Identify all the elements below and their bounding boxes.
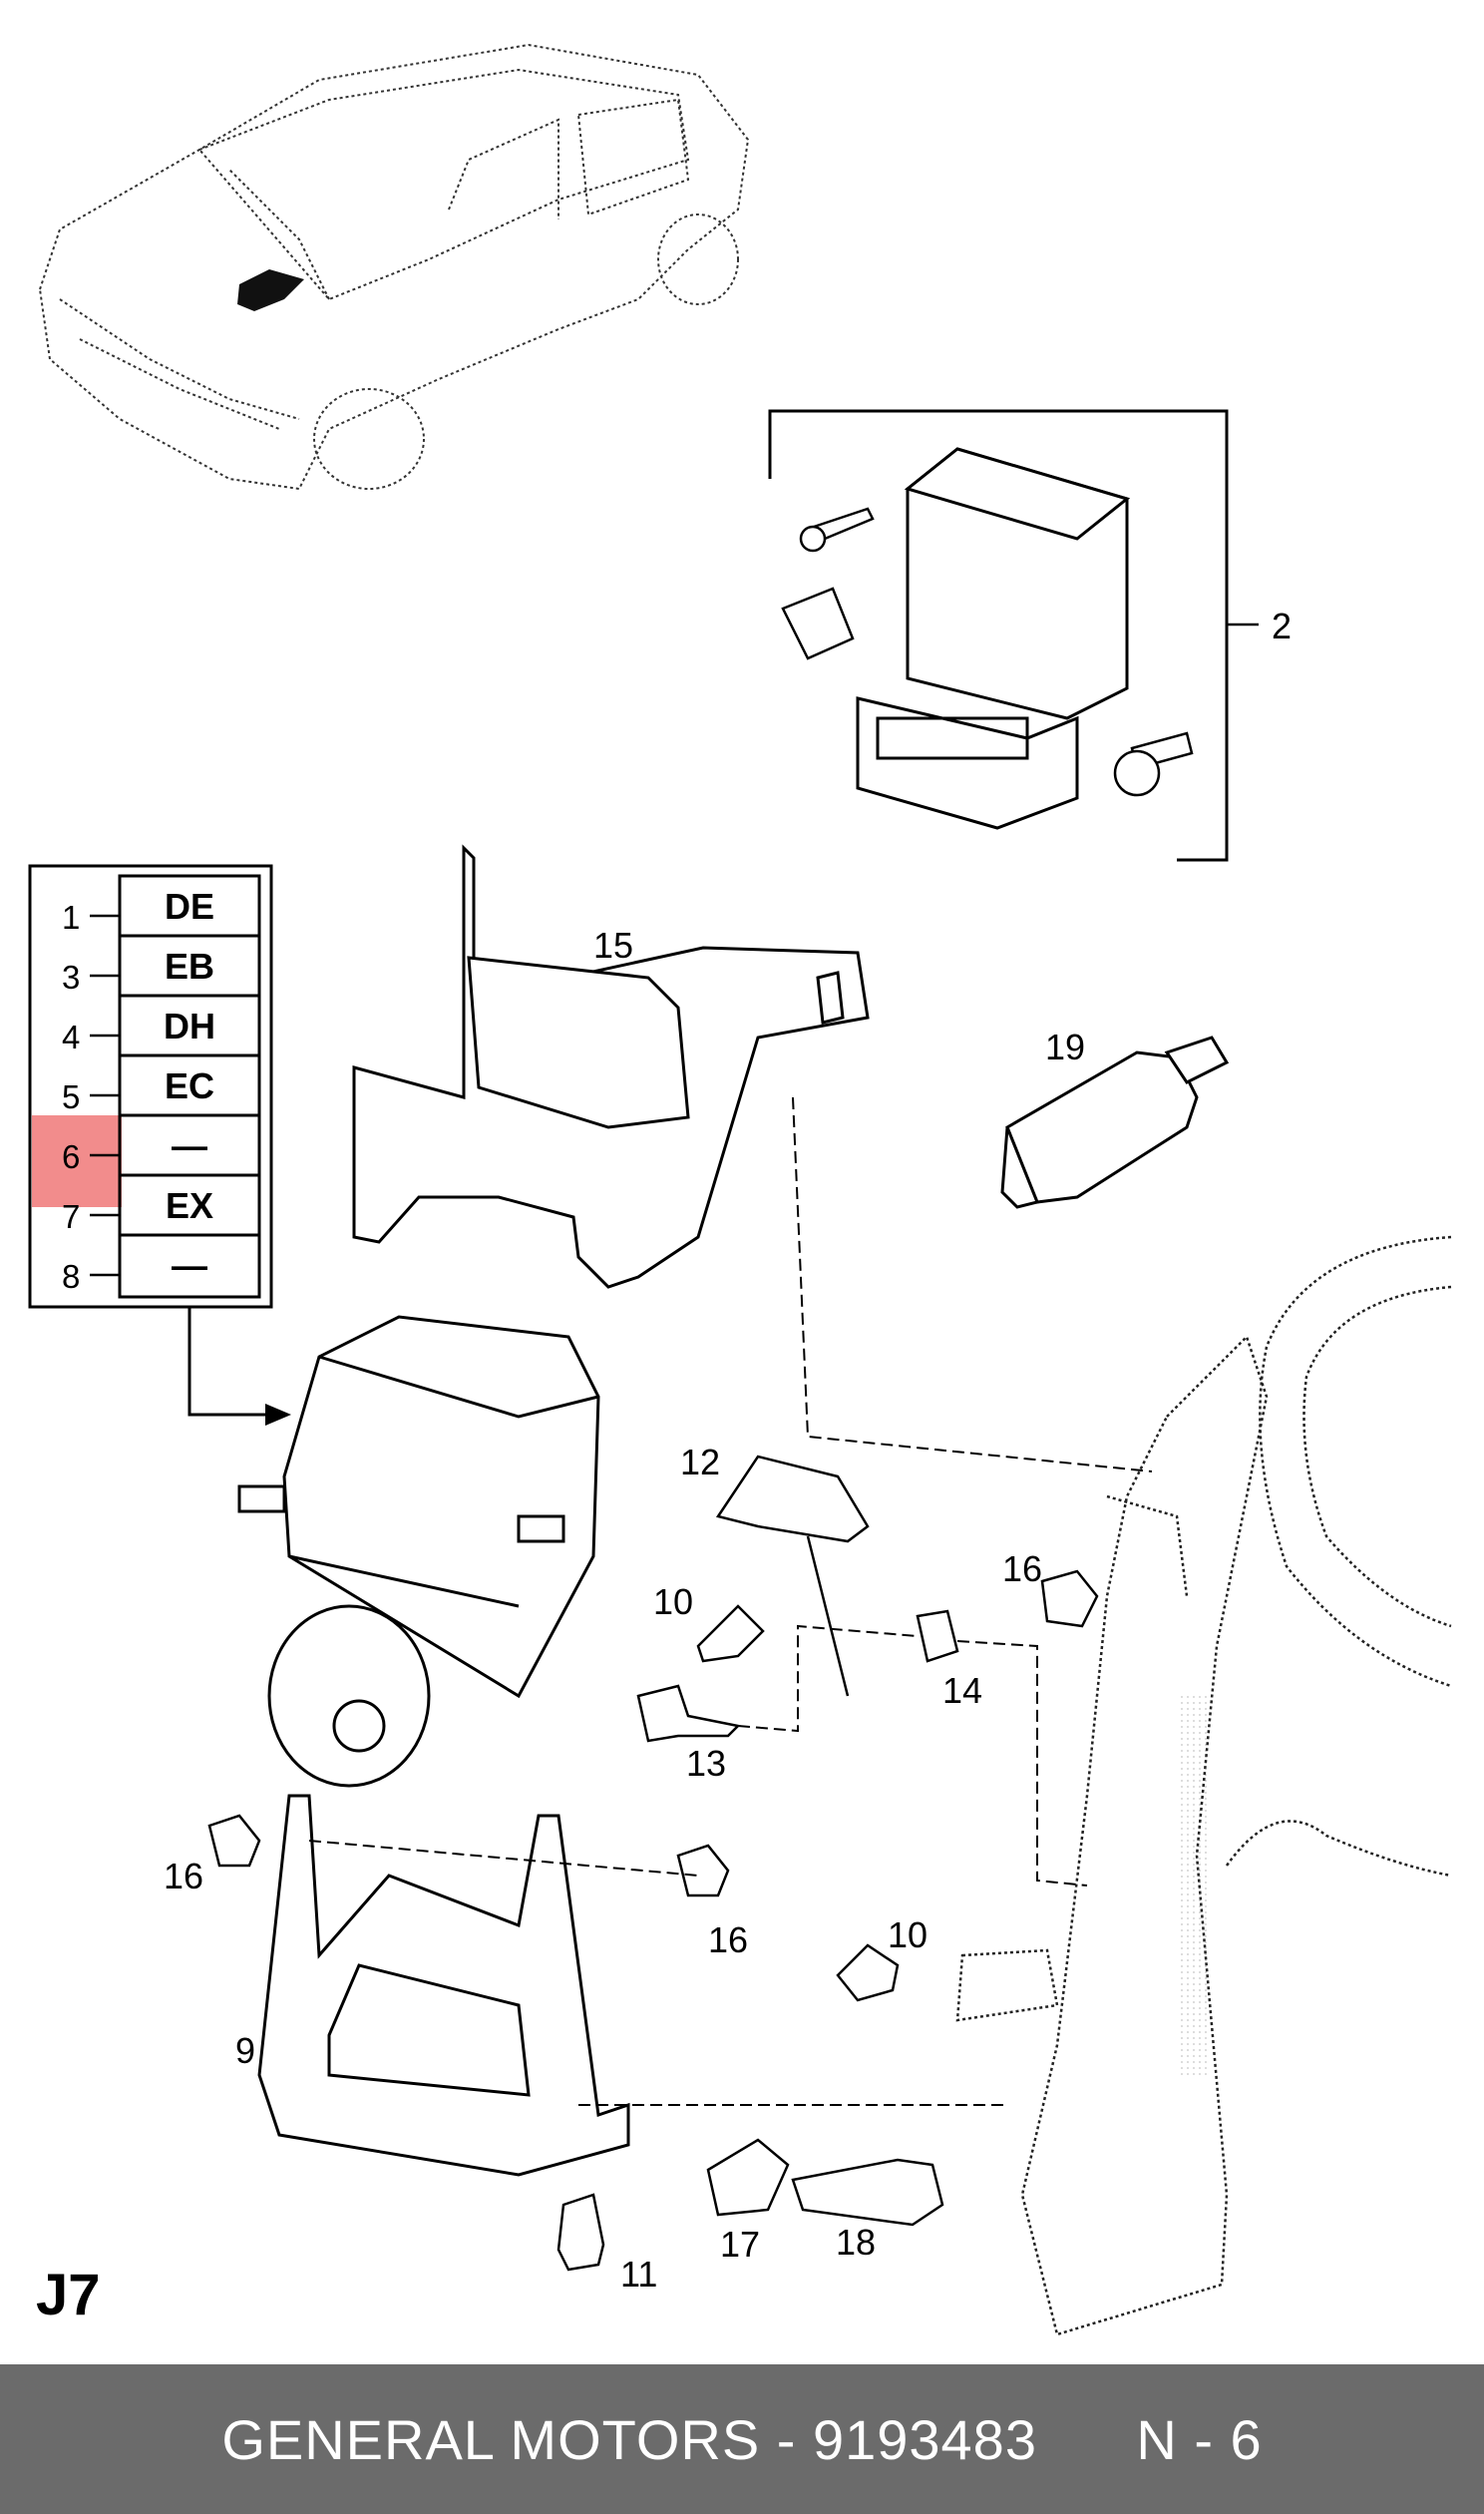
variant-row-num: 8 (62, 1258, 80, 1295)
variant-table-highlight (32, 1115, 122, 1207)
part-16-left (207, 1814, 261, 1868)
footer-brand: GENERAL MOTORS (221, 2407, 761, 2471)
part-19-sensor (1000, 1036, 1230, 1209)
callout-19: 19 (1045, 1027, 1085, 1067)
variant-code: EX (166, 1185, 213, 1226)
footer-part-number: 9193483 (812, 2407, 1037, 2471)
part-16-right-top (1040, 1569, 1099, 1628)
variant-row-num: 5 (62, 1078, 80, 1115)
callout-16: 16 (164, 1856, 203, 1896)
part-10-upper (696, 1604, 765, 1663)
callout-12: 12 (680, 1442, 720, 1482)
variant-table-arrow (187, 1307, 269, 1417)
footer-gap (1037, 2408, 1136, 2471)
abs-control-module (856, 447, 1131, 830)
variant-code: EB (165, 946, 214, 987)
callout-9: 9 (235, 2030, 255, 2071)
assembly-leaders (308, 1096, 1153, 2106)
variant-table-frame (28, 864, 273, 1309)
variant-row-num: 7 (62, 1198, 80, 1235)
variant-code: DE (165, 886, 214, 927)
part-2-group: 2 (768, 409, 1292, 862)
callout-14: 14 (942, 1670, 982, 1711)
footer-text: GENERAL MOTORS - 9193483 N - 6 (221, 2407, 1262, 2472)
callout-13: 13 (686, 1743, 726, 1784)
callout-11: 11 (620, 2254, 657, 2295)
variant-row-num: 3 (62, 959, 80, 996)
abs-location-marker (237, 269, 304, 311)
body-texture (1177, 1696, 1207, 2075)
module-screws (781, 507, 1194, 797)
callout-16: 16 (1002, 1548, 1042, 1589)
callout-18: 18 (836, 2222, 876, 2263)
variant-table: 1 3 4 5 6 7 8 DE EB DH EC — EX — (28, 864, 291, 1426)
fastener-parts (207, 1455, 1099, 2272)
variant-code: — (172, 1125, 207, 1166)
part-17 (706, 2138, 790, 2217)
part-2-bracket (768, 409, 1229, 862)
callout-15: 15 (593, 925, 633, 966)
part-11 (556, 2193, 605, 2272)
variant-code: — (172, 1245, 207, 1286)
part-10-lower (836, 1943, 900, 2002)
callout-17: 17 (720, 2224, 760, 2265)
arrow-head-icon (265, 1404, 291, 1426)
variant-code: DH (164, 1006, 215, 1047)
part-13 (636, 1684, 741, 1743)
variant-row-num: 1 (62, 899, 80, 936)
part-14 (916, 1609, 959, 1663)
wheel-arch-structure (955, 1235, 1452, 2336)
vehicle-illustration (38, 43, 750, 491)
callout-2: 2 (1272, 606, 1292, 646)
footer-page: N - 6 (1136, 2407, 1263, 2471)
footer-bar: GENERAL MOTORS - 9193483 N - 6 (0, 2364, 1484, 2514)
part-15-bracket (352, 844, 870, 1289)
part-9-bracket (257, 1794, 630, 2177)
variant-row-num: 4 (62, 1019, 80, 1055)
variant-code-column (118, 874, 261, 1299)
footer-separator: - (760, 2407, 813, 2471)
abs-hydraulic-unit (237, 1315, 600, 1788)
variant-code: EC (165, 1065, 214, 1106)
callout-10: 10 (888, 1914, 928, 1955)
page-reference: J7 (36, 2263, 101, 2327)
part-12 (715, 1455, 870, 1543)
callout-16: 16 (708, 1919, 748, 1960)
variant-row-ticks (90, 914, 120, 1277)
part-16-mid (676, 1844, 730, 1897)
part-18 (791, 2158, 944, 2227)
variant-row-num: 6 (62, 1138, 80, 1175)
callout-10: 10 (653, 1581, 693, 1622)
variant-table-dividers (120, 934, 259, 1237)
